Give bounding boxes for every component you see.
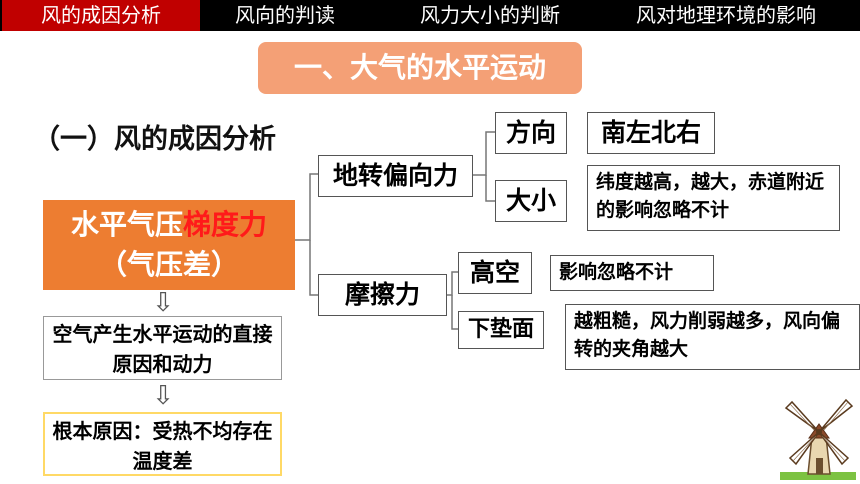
main-label-part1: 水平气压	[70, 208, 183, 241]
windmill-icon	[780, 398, 856, 480]
surface-node: 下垫面	[458, 311, 544, 349]
high-altitude-value: 影响忽略不计	[550, 255, 714, 291]
size-value: 纬度越高，越大，赤道附近的影响忽略不计	[587, 165, 840, 231]
down-arrow-icon: ⇩	[152, 381, 174, 411]
surface-value: 越粗糙，风力削弱越多，风向偏转的夹角越大	[565, 304, 860, 370]
direct-cause-box: 空气产生水平运动的直接原因和动力	[43, 316, 282, 380]
direction-node: 方向	[495, 112, 567, 154]
title-banner: 一、大气的水平运动	[258, 42, 582, 94]
friction-force-node: 摩擦力	[318, 274, 447, 316]
main-label-highlight: 梯度力	[183, 208, 268, 241]
line-to-coriolis	[295, 173, 318, 241]
tab-wind-impact[interactable]: 风对地理环境的影响	[636, 3, 816, 27]
pressure-gradient-force-box: 水平气压梯度力 （气压差）	[43, 200, 295, 290]
tab-wind-direction[interactable]: 风向的判读	[235, 3, 335, 27]
line-to-direction	[473, 131, 495, 176]
line-to-size	[485, 175, 495, 202]
tab-wind-causes[interactable]: 风的成因分析	[2, 0, 200, 31]
down-arrow-icon: ⇩	[152, 288, 174, 318]
high-altitude-node: 高空	[458, 252, 532, 294]
tab-wind-strength[interactable]: 风力大小的判断	[420, 3, 560, 27]
size-node: 大小	[495, 180, 567, 222]
direction-value: 南左北右	[587, 112, 715, 154]
line-to-high-altitude	[447, 271, 458, 296]
line-to-surface	[451, 295, 458, 330]
line-to-friction	[309, 240, 318, 296]
coriolis-force-node: 地转偏向力	[318, 155, 473, 197]
main-label-line2: （气压差）	[98, 248, 239, 281]
root-cause-box: 根本原因：受热不均存在温度差	[43, 412, 282, 476]
section-heading: （一）风的成因分析	[33, 124, 276, 155]
